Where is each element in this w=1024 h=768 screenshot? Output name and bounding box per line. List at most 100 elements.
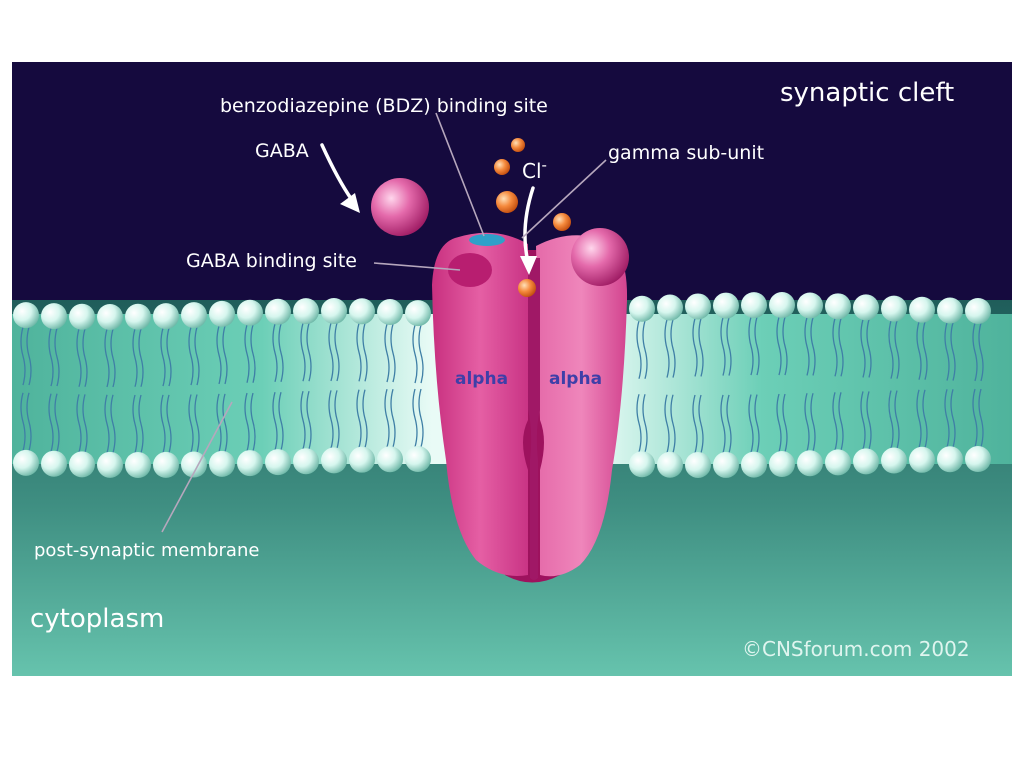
lipid-head bbox=[853, 294, 879, 321]
lipid-head bbox=[349, 446, 375, 473]
lipid-tail bbox=[860, 391, 872, 450]
lipid-head bbox=[125, 303, 151, 330]
lipid-tail bbox=[244, 324, 256, 383]
gaba-molecule-bound bbox=[571, 228, 629, 286]
lipid-head bbox=[321, 298, 347, 325]
synaptic-cleft-label: synaptic cleft bbox=[780, 78, 954, 108]
lipid-head bbox=[657, 451, 683, 478]
bdz-leader-line bbox=[435, 112, 485, 237]
lipid-head bbox=[909, 296, 935, 323]
chloride-curved-arrow bbox=[523, 186, 535, 264]
gaba-binding-pocket bbox=[448, 253, 492, 287]
gaba-curved-arrow bbox=[320, 143, 354, 202]
lipid-tail bbox=[888, 320, 900, 379]
lipid-tail bbox=[188, 326, 200, 386]
lipid-tail bbox=[860, 319, 872, 378]
bdz-binding-site bbox=[469, 234, 505, 246]
lipid-tail bbox=[20, 326, 32, 386]
lipid-head bbox=[13, 302, 39, 329]
lipid-tail bbox=[692, 318, 704, 377]
lipid-tail bbox=[664, 319, 676, 378]
lipid-tail bbox=[272, 391, 284, 451]
lipid-tail bbox=[328, 322, 340, 382]
bdz-site-label: benzodiazepine (BDZ) binding site bbox=[220, 95, 548, 117]
lipid-head bbox=[685, 293, 711, 320]
lipid-head bbox=[237, 299, 263, 326]
lipid-tail bbox=[328, 390, 340, 449]
lipid-head bbox=[937, 446, 963, 473]
lipid-tail bbox=[356, 389, 368, 448]
lipid-tail bbox=[636, 320, 648, 379]
lipid-tail bbox=[888, 390, 900, 449]
lipid-tail bbox=[104, 328, 116, 388]
lipid-head bbox=[293, 448, 319, 475]
cytoplasm-label: cytoplasm bbox=[30, 604, 164, 634]
lipid-heads-bottom bbox=[13, 446, 991, 478]
lipid-tail bbox=[132, 394, 144, 454]
chloride-ion bbox=[518, 279, 536, 297]
ion-pore bbox=[528, 258, 540, 580]
gaba-label: GABA bbox=[255, 140, 309, 162]
gaba-site-leader-line bbox=[373, 262, 461, 271]
lipid-head bbox=[153, 303, 179, 330]
lipid-tail bbox=[776, 316, 788, 376]
lipid-head bbox=[937, 297, 963, 324]
lipid-tail bbox=[804, 393, 816, 452]
lipid-head bbox=[797, 292, 823, 319]
lipid-head bbox=[377, 446, 403, 473]
lipid-head bbox=[41, 303, 67, 330]
chloride-ion bbox=[494, 159, 510, 175]
lipid-tail bbox=[132, 328, 144, 387]
lipid-head bbox=[293, 298, 319, 325]
lipid-head bbox=[965, 297, 991, 324]
lipid-tail bbox=[804, 317, 816, 376]
lipid-head bbox=[69, 303, 95, 330]
chloride-ion bbox=[511, 138, 525, 152]
lipid-head bbox=[769, 451, 795, 478]
lipid-tail bbox=[972, 388, 984, 448]
left-alpha-subunit bbox=[432, 232, 528, 576]
chloride-arrowhead-icon bbox=[520, 256, 537, 275]
lipid-tail bbox=[916, 321, 928, 380]
chloride-ion bbox=[553, 213, 571, 231]
lipid-head bbox=[713, 292, 739, 319]
lipid-tail bbox=[76, 394, 88, 453]
lipid-head bbox=[209, 300, 235, 327]
lipid-tail bbox=[384, 389, 396, 448]
arrows bbox=[320, 143, 535, 264]
leader-lines bbox=[161, 112, 607, 533]
lipid-tail bbox=[20, 392, 32, 452]
lipid-head bbox=[125, 451, 151, 478]
lipid-tail bbox=[300, 391, 312, 450]
chloride-label: Cl- bbox=[522, 156, 547, 183]
lipid-tail bbox=[412, 324, 424, 384]
lipid-head bbox=[13, 449, 39, 476]
copyright-label: ©CNSforum.com 2002 bbox=[742, 637, 970, 661]
lipid-tail bbox=[664, 394, 676, 453]
lipid-tail bbox=[104, 394, 116, 453]
gamma-subunit-label: gamma sub-unit bbox=[608, 142, 764, 164]
lipid-tail bbox=[160, 394, 172, 454]
lipid-head bbox=[685, 451, 711, 478]
lipid-head bbox=[265, 449, 291, 476]
lipid-head bbox=[741, 292, 767, 319]
lipid-head bbox=[629, 451, 655, 478]
lipid-tail bbox=[216, 393, 228, 453]
lipid-head bbox=[209, 450, 235, 477]
lipid-head bbox=[377, 299, 403, 326]
chloride-ions bbox=[494, 138, 571, 297]
lipid-head bbox=[69, 451, 95, 478]
lipid-head bbox=[41, 450, 67, 477]
lipid-tail bbox=[216, 325, 228, 385]
gaba-arrowhead-icon bbox=[340, 193, 360, 213]
lipid-head bbox=[797, 450, 823, 477]
lipid-tail bbox=[244, 392, 256, 452]
lipid-tail bbox=[76, 328, 88, 387]
lipid-tail bbox=[412, 388, 424, 448]
lipid-tail bbox=[944, 322, 956, 381]
lipid-head bbox=[181, 302, 207, 329]
lipid-tail bbox=[748, 316, 760, 376]
lipid-tail bbox=[272, 323, 284, 382]
alpha-right-label: alpha bbox=[549, 369, 602, 389]
